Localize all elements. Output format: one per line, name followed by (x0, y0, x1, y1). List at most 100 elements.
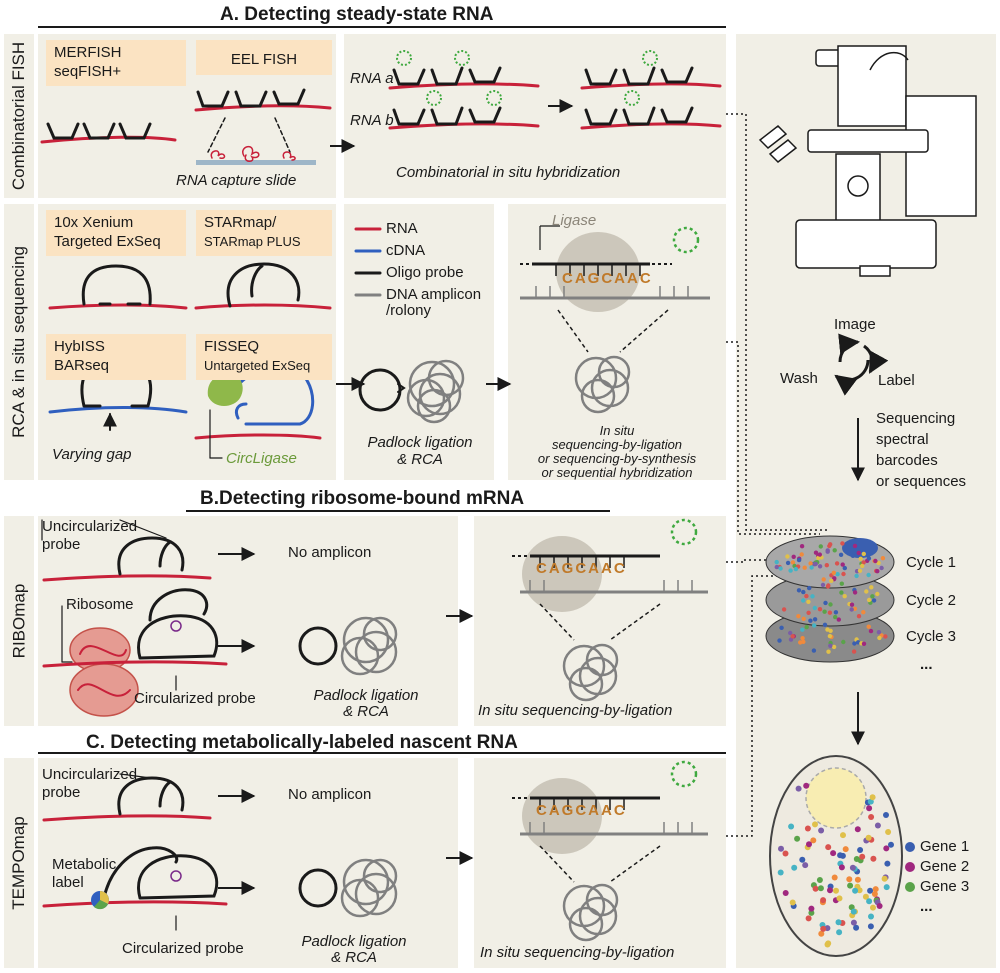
combinatorial-probes (388, 66, 722, 130)
decorative-dot (781, 607, 787, 612)
decorative-dot (828, 602, 833, 607)
cell-dot (852, 887, 859, 894)
decorative-dot (861, 551, 866, 557)
decorative-dot (840, 541, 845, 546)
decorative-dot (861, 610, 866, 615)
cell-dot (827, 887, 833, 894)
decorative-dot (827, 610, 833, 615)
cell-dot (884, 860, 891, 867)
varying-gap-label: Varying gap (52, 446, 132, 463)
cell-dot (808, 909, 815, 916)
decorative-dot (785, 560, 791, 566)
decorative-dot (880, 556, 886, 561)
microscope-icon (758, 45, 977, 277)
decorative-dot (804, 593, 809, 599)
cell-dot (817, 885, 824, 892)
decorative-dot (835, 572, 840, 577)
fluorophores (396, 50, 658, 106)
cell-dot (824, 941, 831, 948)
section-c-title: C. Detecting metabolically-labeled nasce… (86, 732, 518, 753)
decorative-dot (777, 638, 782, 643)
legend-cdna: cDNA (386, 242, 426, 259)
decorative-dot (836, 617, 841, 622)
panel-fish-right (344, 34, 726, 198)
decorative-dot (841, 571, 846, 577)
tag-eel-fish: EEL FISH (196, 40, 332, 75)
cell-dot (799, 856, 806, 863)
cell-dot (808, 905, 815, 912)
no-amplicon-c: No amplicon (288, 786, 372, 803)
decorative-dot (806, 610, 811, 615)
decorative-dot (877, 635, 882, 641)
cell-dot (847, 882, 854, 889)
seq-word-b: CAGCAAC (536, 560, 627, 577)
decorative-dot (813, 550, 819, 555)
cell-dot (837, 852, 844, 859)
cell-dot (850, 919, 857, 926)
side-label-ribomap: RIBOmap (4, 516, 34, 726)
legend-lines (354, 227, 382, 297)
decorative-dot (849, 607, 854, 612)
legend-oligo: Oligo probe (386, 264, 464, 281)
cell-dot (883, 812, 889, 818)
cell-dot (803, 782, 810, 789)
decorative-dot (817, 552, 822, 557)
cell-dot (810, 837, 817, 844)
tempomap-uncirc-probe (42, 773, 212, 822)
section-a-title: A. Detecting steady-state RNA (220, 4, 494, 25)
fisseq-probe (194, 366, 322, 459)
decorative-dot (806, 599, 811, 604)
decorative-dot (858, 556, 863, 561)
decorative-dot (779, 625, 784, 630)
decorative-dot (838, 552, 844, 557)
side-label-rca: RCA & in situ sequencing (4, 204, 34, 480)
decorative-dot (817, 564, 823, 569)
circligase-label: CircLigase (226, 450, 297, 467)
decorative-dot (825, 548, 830, 553)
label-label: Label (878, 372, 915, 389)
decorative-dot (816, 555, 821, 561)
ligase-label: Ligase (552, 212, 597, 229)
decorative-dot (857, 568, 863, 573)
decorative-dot (785, 554, 790, 559)
decorative-dot (866, 597, 872, 603)
decorative-dot (839, 590, 844, 595)
cell-dot (789, 899, 796, 906)
cell-dot (859, 853, 866, 860)
decorative-dot (808, 561, 813, 566)
decorative-dot (796, 588, 802, 593)
decorative-dot (821, 577, 826, 582)
cell-dot (820, 897, 827, 904)
decorative-dot (791, 554, 796, 559)
decorative-dot (833, 610, 839, 615)
cycle-more: ... (920, 656, 933, 673)
cycle-dots (774, 541, 888, 654)
rna-a-label: RNA a (350, 70, 394, 87)
ribosome-label: Ribosome (66, 596, 134, 613)
metabolic-label-icon (91, 891, 109, 910)
circ-label-b: Circularized probe (134, 690, 256, 707)
decorative-dot (866, 572, 871, 578)
padlock-label-c: Padlock ligation& RCA (301, 933, 407, 966)
cell-dot (888, 841, 894, 848)
decorative-dot (879, 565, 884, 571)
decorative-dot (828, 643, 833, 648)
decorative-dot (827, 633, 833, 639)
cell-dot (876, 903, 883, 909)
decorative-dot (842, 565, 847, 571)
gene-3-label: Gene 3 (920, 878, 970, 895)
decorative-dot (788, 568, 793, 573)
cell-dot (802, 862, 809, 869)
decorative-dot (876, 560, 881, 566)
decorative-dot (831, 570, 836, 575)
ligase-sequencing-c (512, 760, 708, 942)
decorative-dot (812, 623, 817, 628)
decorative-dot (855, 640, 861, 645)
cell-dot (836, 895, 843, 902)
decorative-dot (790, 560, 796, 565)
cell-dot (791, 864, 798, 871)
decorative-dot (869, 585, 874, 590)
gene-2-label: Gene 2 (920, 858, 970, 875)
